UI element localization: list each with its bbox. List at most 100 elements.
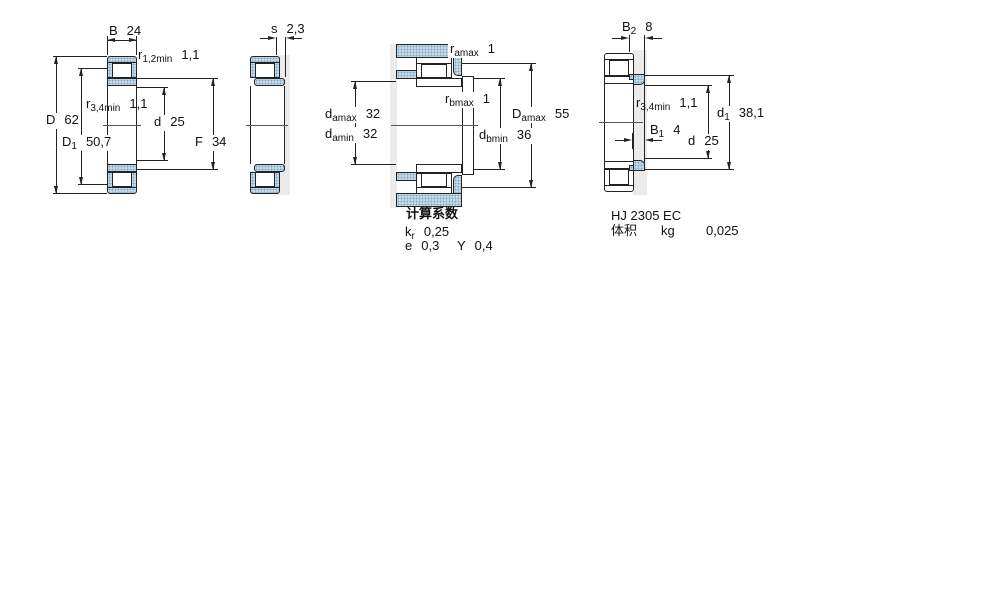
dim-symbol: d: [325, 106, 333, 121]
arrow-down-icon: [54, 186, 58, 194]
dim-symbol: B: [650, 122, 659, 137]
fig1-outer-ring-top: [107, 56, 137, 63]
fig1-roller-top: [112, 63, 132, 78]
arrow-right-icon: [624, 138, 632, 142]
dim-value: 8: [645, 19, 653, 34]
fig4-roller-top: [609, 60, 629, 76]
fig1-roller-bottom: [112, 172, 132, 187]
arrow-down-icon: [727, 162, 731, 170]
arrow-down-icon: [79, 177, 83, 185]
factor-symbol: Y: [457, 238, 466, 253]
dim-symbol: d: [717, 105, 725, 120]
dim-label-D: D 62: [44, 113, 81, 129]
dim-value: 1,1: [679, 95, 698, 110]
factor-value: 0,4: [474, 238, 493, 253]
dim-tail: [653, 38, 662, 39]
dim-symbol: D: [46, 112, 56, 127]
arrow-up-icon: [211, 78, 215, 86]
fig2-outer-ring-top: [250, 56, 280, 63]
dim-tail: [653, 140, 662, 141]
fig4-outer-ring-bottom: [604, 185, 634, 192]
arrow-left-icon: [645, 36, 653, 40]
dim-conn: [645, 85, 712, 86]
dim-symbol: r: [636, 95, 641, 110]
dim-line-D1: [81, 68, 82, 185]
dim-value: 1: [487, 41, 496, 56]
dim-conn: [53, 56, 107, 57]
fig2-inner-ring-top: [254, 78, 285, 86]
factor-symbol: k: [405, 224, 412, 239]
arrow-up-icon: [706, 85, 710, 93]
fig3-shaft-shade: [390, 44, 397, 208]
fig4-outer-ring-top: [604, 53, 634, 60]
arrow-left-icon: [286, 36, 294, 40]
arrow-up-icon: [54, 56, 58, 64]
dim-conn: [78, 68, 107, 69]
fig4-roller-bottom: [609, 169, 629, 185]
fig3-housing-shoulder-bottom: [453, 175, 462, 194]
dim-conn: [78, 184, 107, 185]
dim-line-d: [708, 85, 709, 159]
dim-value: 62: [64, 112, 79, 127]
arrow-down-icon: [529, 180, 533, 188]
dim-conn: [474, 78, 505, 79]
dim-symbol: d: [154, 114, 162, 129]
dim-value: 32: [365, 106, 381, 121]
factor-subscript: r: [411, 231, 415, 242]
dim-symbol: D: [62, 134, 72, 149]
dim-symbol: d: [688, 133, 696, 148]
fig3-housing-bottom: [396, 193, 462, 207]
dim-symbol: s: [271, 21, 278, 36]
dim-subscript: 3,4min: [90, 103, 121, 114]
fig3-inner-ring-bottom: [416, 164, 462, 173]
dim-line-da: [355, 81, 356, 165]
dim-symbol: d: [325, 126, 333, 141]
dim-symbol: r: [86, 96, 91, 111]
arrow-right-icon: [129, 38, 137, 42]
factor-Y: Y 0,4: [457, 239, 493, 253]
fig3-roller-top: [421, 64, 447, 78]
dim-tail: [260, 38, 268, 39]
dim-conn: [351, 164, 396, 165]
dim-ext-line: [632, 133, 633, 149]
dim-value: 32: [362, 126, 378, 141]
arrow-left-icon: [107, 38, 115, 42]
dim-subscript: bmin: [486, 134, 508, 145]
fig1-outer-ring-bottom: [107, 187, 137, 194]
dim-value: 2,3: [286, 21, 305, 36]
dim-symbol: d: [479, 127, 487, 142]
dim-line-F: [213, 78, 214, 170]
dim-value: 34: [211, 134, 227, 149]
dim-ext-line: [107, 36, 108, 55]
dim-tail: [615, 140, 624, 141]
dim-value: 25: [170, 114, 185, 129]
dim-line-B: [107, 40, 137, 41]
dim-tail: [294, 38, 302, 39]
dim-value: 1,1: [181, 47, 200, 62]
fig2-inner-ring-bottom: [254, 164, 285, 172]
dim-line-Da: [531, 63, 532, 188]
fig3-shaft-shoulder-bottom: [396, 172, 417, 181]
fig1-centerline: [103, 125, 141, 126]
fig1-inner-ring-top: [107, 78, 137, 86]
dim-subscript: 2: [630, 26, 637, 37]
dim-value: 1: [482, 91, 491, 106]
dim-label-d: d 25: [152, 115, 187, 131]
dim-conn: [645, 75, 734, 76]
dim-conn: [137, 87, 168, 88]
dim-value: 24: [126, 23, 142, 38]
dim-conn: [645, 158, 712, 159]
arrow-up-icon: [727, 75, 731, 83]
dim-subscript: 1: [724, 112, 730, 123]
dim-conn: [462, 63, 536, 64]
